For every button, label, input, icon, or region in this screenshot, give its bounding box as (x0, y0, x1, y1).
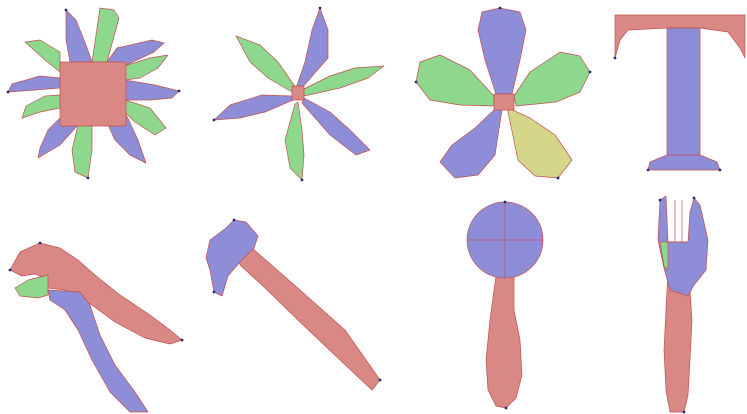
vertex-dot (415, 81, 418, 84)
vertex-dot (659, 199, 662, 202)
pinwheel-petal (214, 95, 293, 120)
sunflower-petal (8, 76, 60, 92)
vertex-dot (719, 169, 722, 172)
hammer-handle (238, 248, 380, 390)
spoon-handle (486, 276, 522, 408)
fork (658, 196, 708, 413)
five-petal-flower (415, 7, 592, 180)
sunflower-petal (66, 10, 92, 62)
vertex-dot (379, 379, 382, 382)
flower-center (494, 94, 514, 110)
sunflower-petal (125, 80, 179, 100)
hammer (206, 219, 381, 390)
vertex-dot (693, 197, 696, 200)
pinwheel-petal (296, 8, 328, 90)
pinwheel-petal (285, 102, 304, 180)
vertex-dot (614, 57, 617, 60)
flower-petal-top (478, 8, 526, 94)
vertex-dot (39, 242, 42, 245)
flower-petal-lower-left (440, 108, 502, 178)
vertex-dot (589, 71, 592, 74)
vertex-dot (181, 339, 184, 342)
vertex-dot (213, 119, 216, 122)
pinwheel-center (292, 86, 304, 100)
spoon (467, 201, 543, 410)
vertex-dot (233, 219, 236, 222)
vertex-dot (213, 291, 216, 294)
sunflower (7, 8, 181, 179)
pinwheel-petal (236, 36, 296, 92)
letter-t-stem (667, 28, 700, 155)
vertex-dot (65, 9, 68, 12)
vertex-dot (178, 90, 181, 93)
vertex-dot (87, 177, 90, 180)
flower-petal-lower-right (508, 108, 572, 178)
vertex-dot (7, 91, 10, 94)
vertex-dot (499, 7, 502, 10)
pinwheel-flower (213, 7, 384, 182)
sunflower-petal (72, 125, 92, 178)
vertex-dot (557, 177, 560, 180)
vertex-dot (683, 411, 686, 414)
flower-petal-right (514, 52, 590, 106)
letter-t-base (648, 155, 720, 170)
vertex-dot (301, 179, 304, 182)
letter-t (614, 15, 745, 171)
sunflower-petal (22, 95, 60, 118)
vertex-dot (647, 169, 650, 172)
pliers-jaw-green (15, 275, 48, 298)
vertex-dot (505, 407, 508, 410)
vertex-dot (504, 201, 507, 204)
pliers (9, 242, 184, 412)
sunflower-petal (25, 40, 60, 72)
pinwheel-petal (302, 98, 370, 155)
vertex-dot (319, 7, 322, 10)
flower-petal-left (416, 55, 494, 106)
vertex-dot (9, 269, 12, 272)
sunflower-center (60, 62, 126, 126)
